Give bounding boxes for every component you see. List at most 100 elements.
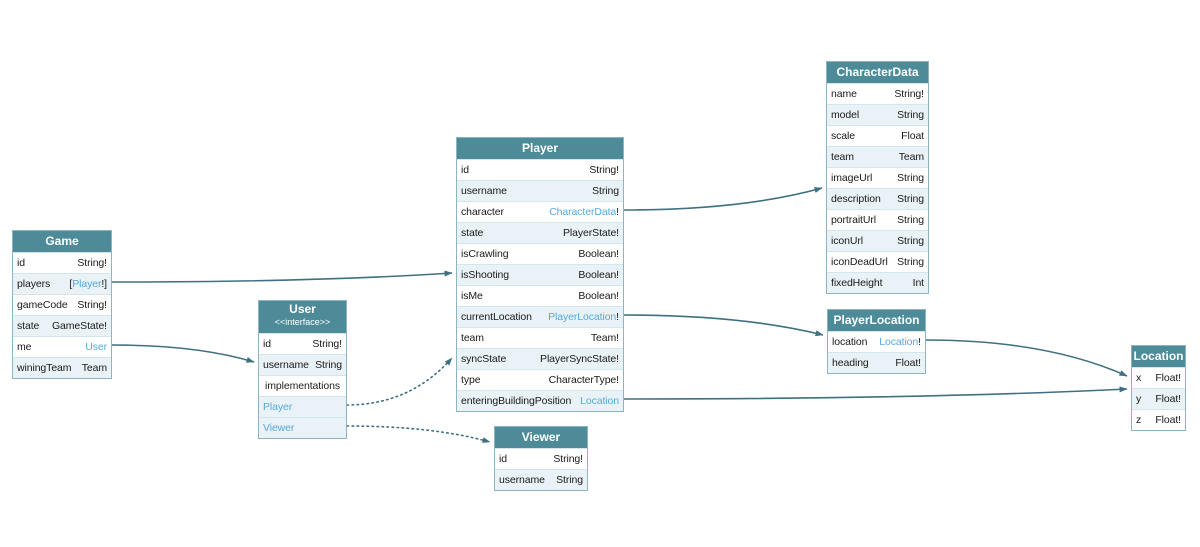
type-link[interactable]: PlayerLocation [548,311,617,323]
field-type: String [897,256,924,268]
field-type: [Player!] [69,278,107,290]
node-title-game[interactable]: Game [13,231,111,252]
field-type: String [315,359,342,371]
node-title-playerlocation[interactable]: PlayerLocation [828,310,925,331]
field-name: state [17,320,40,332]
field-type: Float [901,130,924,142]
field-name: portraitUrl [831,214,876,226]
node-title-characterdata[interactable]: CharacterData [827,62,928,83]
section-label: implementations [265,380,340,392]
type-link[interactable]: CharacterData [549,206,617,218]
field-type: Boolean! [578,248,619,260]
type-link[interactable]: Location [879,336,919,348]
node-title-user[interactable]: User<<interface>> [259,301,346,333]
field-name: isShooting [461,269,510,281]
type-link[interactable]: Location [580,395,619,407]
field-name: iconUrl [831,235,863,247]
field-name: players [17,278,51,290]
type-link[interactable]: User [85,341,107,353]
field-type: String! [589,164,619,176]
field-type: Location! [879,336,921,348]
field-type: PlayerState! [563,227,619,239]
field-row-iconurl[interactable]: iconUrl String [827,230,928,251]
field-row-currentlocation[interactable]: currentLocation PlayerLocation! [457,306,623,327]
field-type: User [85,341,107,353]
field-name: heading [832,357,869,369]
field-name: z [1136,414,1142,426]
field-type: Float! [1155,393,1181,405]
field-name: isMe [461,290,483,302]
node-title-location[interactable]: Location [1132,346,1185,367]
field-type: String [897,193,924,205]
field-row-id[interactable]: id String! [13,252,111,273]
field-row-heading[interactable]: heading Float! [828,352,925,373]
field-type: Location [580,395,619,407]
field-type: Float! [1155,372,1181,384]
field-row-scale[interactable]: scale Float [827,125,928,146]
field-name: enteringBuildingPosition [461,395,572,407]
type-link[interactable]: Viewer [263,422,295,434]
field-name: y [1136,393,1142,405]
type-link[interactable]: Player [72,278,102,290]
field-row-y[interactable]: y Float! [1132,388,1185,409]
field-row-viewer[interactable]: Viewer [259,417,346,438]
field-row-isshooting[interactable]: isShooting Boolean! [457,264,623,285]
field-row-imageurl[interactable]: imageUrl String [827,167,928,188]
field-row-players[interactable]: players [Player!] [13,273,111,294]
field-name: id [17,257,25,269]
node-title-player[interactable]: Player [457,138,623,159]
field-type: PlayerLocation! [548,311,619,323]
field-row-enteringbuildingposition[interactable]: enteringBuildingPosition Location [457,390,623,411]
field-row-player[interactable]: Player [259,396,346,417]
node-title-viewer[interactable]: Viewer [495,427,587,448]
field-name: id [263,338,271,350]
field-type: String! [77,257,107,269]
type-link[interactable]: Player [263,401,293,413]
field-type: String [897,235,924,247]
edge-user-viewer [346,425,491,443]
field-type: Float! [895,357,921,369]
field-type: Boolean! [578,269,619,281]
field-name: imageUrl [831,172,873,184]
field-name: scale [831,130,856,142]
field-type: String [897,172,924,184]
field-name: currentLocation [461,311,532,323]
field-name: name [831,88,857,100]
